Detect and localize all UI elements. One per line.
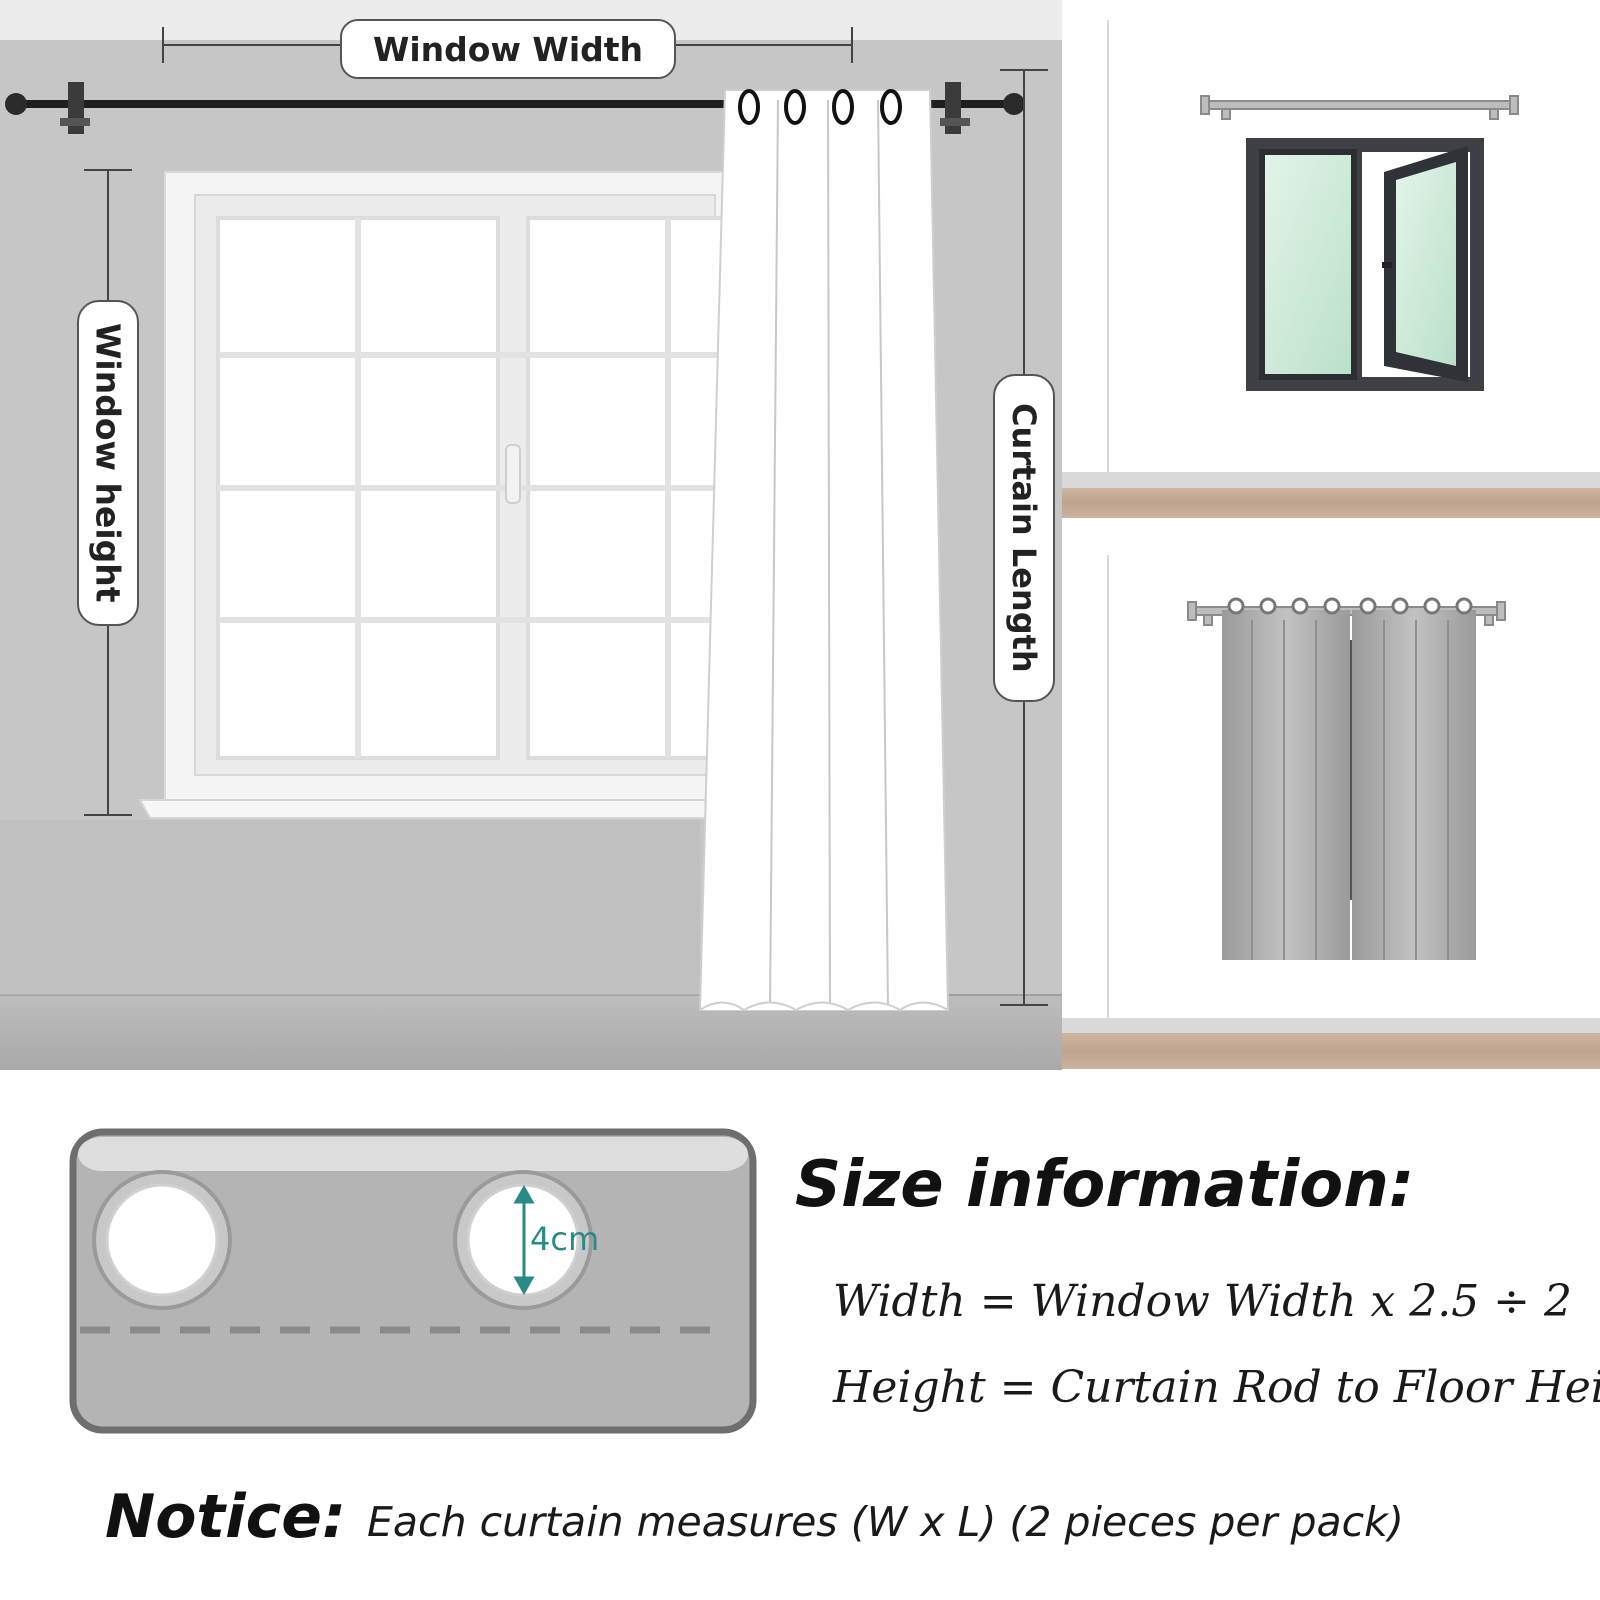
arrow-icon bbox=[513, 1184, 535, 1296]
curtain-panel bbox=[1062, 545, 1600, 1070]
curtain-length-label: Curtain Length bbox=[993, 374, 1055, 702]
window-width-label: Window Width bbox=[340, 19, 676, 79]
grommet-detail bbox=[69, 1128, 757, 1434]
window-icon bbox=[138, 171, 730, 819]
window-sill bbox=[138, 799, 722, 819]
floor-shadow bbox=[0, 820, 700, 995]
window-only-panel bbox=[1062, 0, 1600, 520]
notice-title: Notice: bbox=[105, 1482, 346, 1552]
size-information-title: Size information: bbox=[795, 1148, 1415, 1222]
notice-text: Each curtain measures (W x L) (2 pieces … bbox=[367, 1498, 1404, 1546]
curtain-icon bbox=[1222, 597, 1476, 960]
height-formula: Height = Curtain Rod to Floor Height bbox=[833, 1362, 1600, 1413]
window-height-label: Window height bbox=[77, 300, 139, 626]
curtain-length-text: Curtain Length bbox=[1005, 403, 1043, 673]
curtain-icon bbox=[698, 89, 950, 1012]
window-width-text: Window Width bbox=[372, 29, 644, 69]
curtain-rod-icon bbox=[1200, 95, 1519, 120]
grommet-icon bbox=[92, 1170, 232, 1310]
window-icon bbox=[1246, 138, 1484, 391]
grommet-diameter-label: 4cm bbox=[530, 1220, 600, 1258]
floor bbox=[0, 995, 1062, 1070]
width-formula: Width = Window Width x 2.5 ÷ 2 bbox=[833, 1276, 1573, 1327]
room-scene bbox=[0, 0, 1062, 1070]
curtain-grommets bbox=[738, 89, 902, 125]
window-height-text: Window height bbox=[88, 323, 128, 603]
wood-floor bbox=[1062, 488, 1600, 518]
wood-floor bbox=[1062, 1033, 1600, 1069]
